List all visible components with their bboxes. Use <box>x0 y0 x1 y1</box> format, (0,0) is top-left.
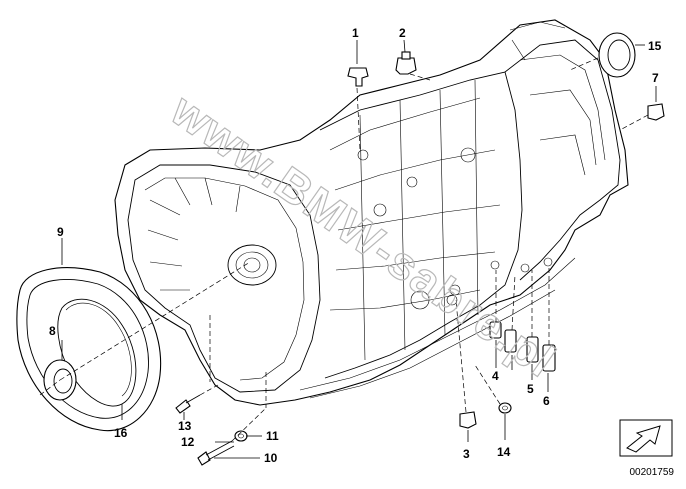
part-label-3: 3 <box>463 447 470 461</box>
arrow-icon <box>626 425 661 453</box>
part-label-4: 4 <box>492 369 499 383</box>
sleeve-parts <box>489 321 556 372</box>
screw-plug-7-part <box>647 103 665 121</box>
part-number-labels: 1 2 3 4 5 6 7 8 9 10 11 12 13 14 15 16 <box>49 26 662 465</box>
transmission-housing <box>114 19 629 406</box>
part-label-11: 11 <box>266 429 279 443</box>
plug-part <box>347 67 369 87</box>
part-label-12: 12 <box>181 435 195 449</box>
part-label-1: 1 <box>352 26 359 40</box>
part-label-10: 10 <box>264 451 278 465</box>
diagram-id: 00201759 <box>629 467 675 478</box>
part-label-8: 8 <box>49 324 56 338</box>
part-label-9: 9 <box>57 225 64 239</box>
part-label-16: 16 <box>114 426 128 440</box>
reference-arrow-box <box>619 419 673 457</box>
leader-lines <box>39 39 657 459</box>
bolt-13-part <box>175 394 201 414</box>
drain-plug-part <box>459 402 512 429</box>
part-label-6: 6 <box>543 394 550 408</box>
part-label-5: 5 <box>527 382 534 396</box>
screw-plug-part <box>395 51 417 75</box>
part-label-13: 13 <box>178 419 192 433</box>
shaft-seal-part <box>598 32 636 78</box>
part-label-2: 2 <box>399 26 406 40</box>
bolt-10-part <box>197 430 248 466</box>
part-label-7: 7 <box>652 71 659 85</box>
part-label-15: 15 <box>648 39 662 53</box>
part-label-14: 14 <box>497 445 511 459</box>
